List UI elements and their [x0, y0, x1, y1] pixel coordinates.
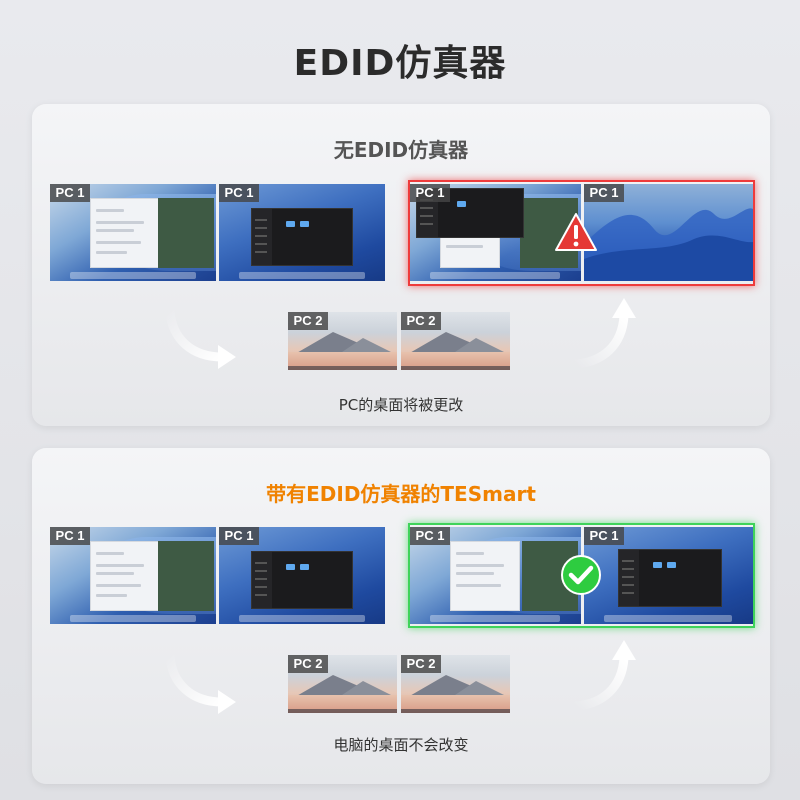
section-heading: 带有EDID仿真器的TESmart [266, 482, 536, 506]
changed-desktop-frame [408, 180, 755, 286]
pc1-label: PC 1 [219, 184, 259, 202]
pc2-label: PC 2 [288, 312, 328, 330]
pc1-label: PC 1 [50, 184, 90, 202]
pc1-label: PC 1 [584, 527, 624, 545]
pc2-desktop-2: PC 2 [401, 655, 510, 713]
pc2-desktop-1: PC 2 [288, 312, 397, 370]
section-with-emulator: 带有EDID仿真器的TESmart PC 1 PC 1 [32, 448, 770, 784]
pc1-desktop-before-2: PC 1 [219, 184, 385, 281]
pc1-desktop-before-1: PC 1 [50, 527, 216, 624]
section-without-emulator: 无EDID仿真器 PC 1 PC 1 [32, 104, 770, 426]
pc1-label: PC 1 [50, 527, 90, 545]
pc2-label: PC 2 [288, 655, 328, 673]
pc1-label: PC 1 [410, 184, 450, 202]
check-icon [561, 555, 601, 595]
page-title: EDID仿真器 [293, 43, 507, 84]
curved-arrow-icon [572, 640, 636, 710]
pc1-label: PC 1 [410, 527, 450, 545]
unchanged-desktop-frame [408, 523, 755, 628]
curved-arrow-icon [165, 309, 236, 369]
section-caption: 电脑的桌面不会改变 [333, 736, 469, 754]
pc1-desktop-after-2: PC 1 [584, 527, 753, 624]
warning-icon [555, 213, 597, 251]
pc2-desktop-1: PC 2 [288, 655, 397, 713]
pc2-desktop-2: PC 2 [401, 312, 510, 370]
section-caption: PC的桌面将被更改 [338, 396, 464, 414]
curved-arrow-icon [572, 298, 636, 368]
pc1-desktop-before-2: PC 1 [219, 527, 385, 624]
pc2-label: PC 2 [401, 655, 441, 673]
section-heading: 无EDID仿真器 [333, 138, 469, 162]
pc1-desktop-before-1: PC 1 [50, 184, 216, 281]
pc2-label: PC 2 [401, 312, 441, 330]
pc1-label: PC 1 [219, 527, 259, 545]
pc1-desktop-after-2: PC 1 [584, 184, 753, 281]
curved-arrow-icon [165, 654, 236, 714]
pc1-label: PC 1 [584, 184, 624, 202]
